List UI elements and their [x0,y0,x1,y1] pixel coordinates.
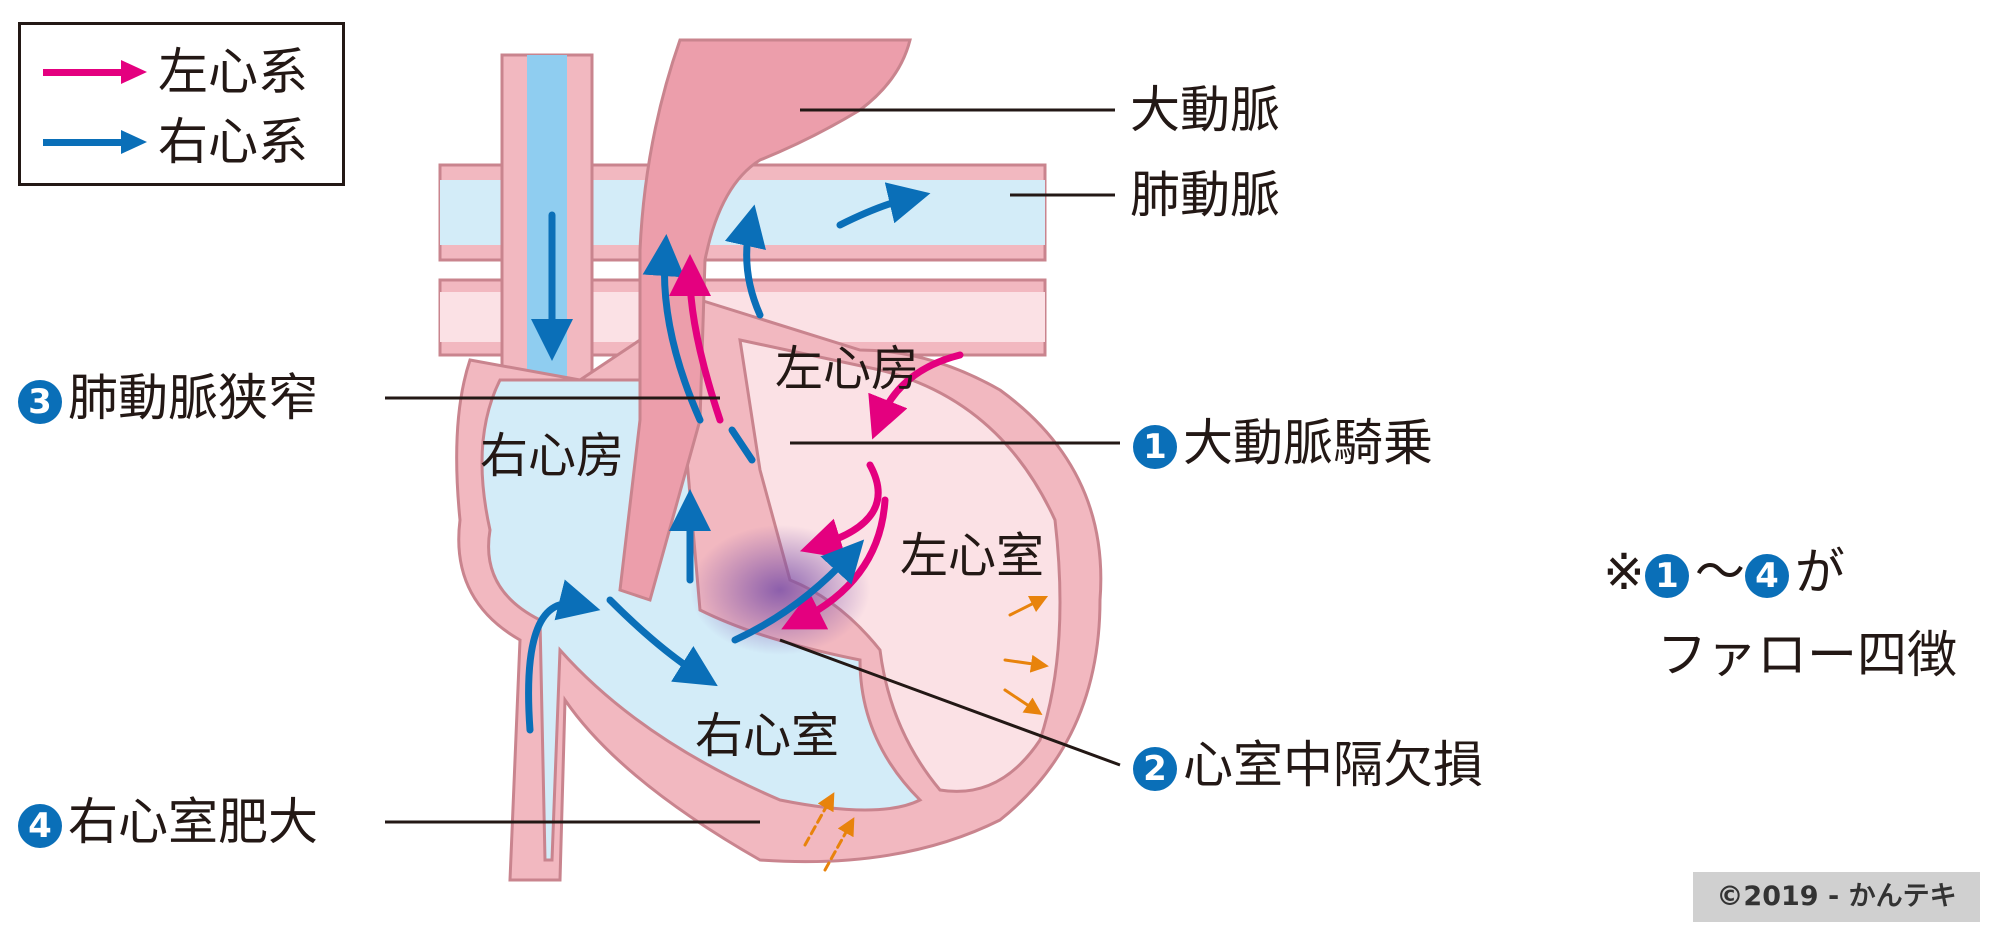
label-text: 右心室肥大 [68,793,318,851]
legend-item-right-heart: 右心系 [43,117,308,167]
number-badge: 2 [1133,746,1177,791]
flow-arrows [525,182,1049,872]
pulmonary-artery-label: 肺動脈 [1130,166,1280,224]
note-particle: が [1794,543,1845,601]
legend-label: 左心系 [158,43,308,101]
left-ventricle-label: 左心室 [900,528,1045,584]
legend-label: 右心系 [158,113,308,171]
number-badge: 4 [18,803,62,848]
label-text: 肺動脈狭窄 [68,369,318,427]
aorta [618,38,912,602]
label-text: 大動脈騎乗 [1183,414,1433,472]
legend-item-left-heart: 左心系 [43,47,308,97]
number-badge: 1 [1644,553,1689,598]
note-mark: ※ [1603,543,1645,601]
blue-arrow-icon [43,130,148,154]
note-tilde: 〜 [1694,543,1745,601]
legend: 左心系 右心系 [18,22,345,186]
leader-lines [385,108,1121,824]
tetralogy-note-line2: ファロー四徴 [1657,626,1957,684]
copyright-badge: ©2019 - かんテキ [1693,872,1980,922]
number-badge: 1 [1133,424,1177,469]
left-heart-lumen [738,338,1062,793]
number-badge: 3 [18,379,62,424]
right-ventricle-label: 右心室 [695,708,840,764]
right-atrium-label: 右心房 [480,428,625,484]
number-badge: 4 [1744,553,1789,598]
aorta-label: 大動脈 [1130,81,1280,139]
label-text: 心室中隔欠損 [1183,736,1483,794]
left-atrium-label: 左心房 [775,341,920,397]
red-arrow-icon [43,60,148,84]
